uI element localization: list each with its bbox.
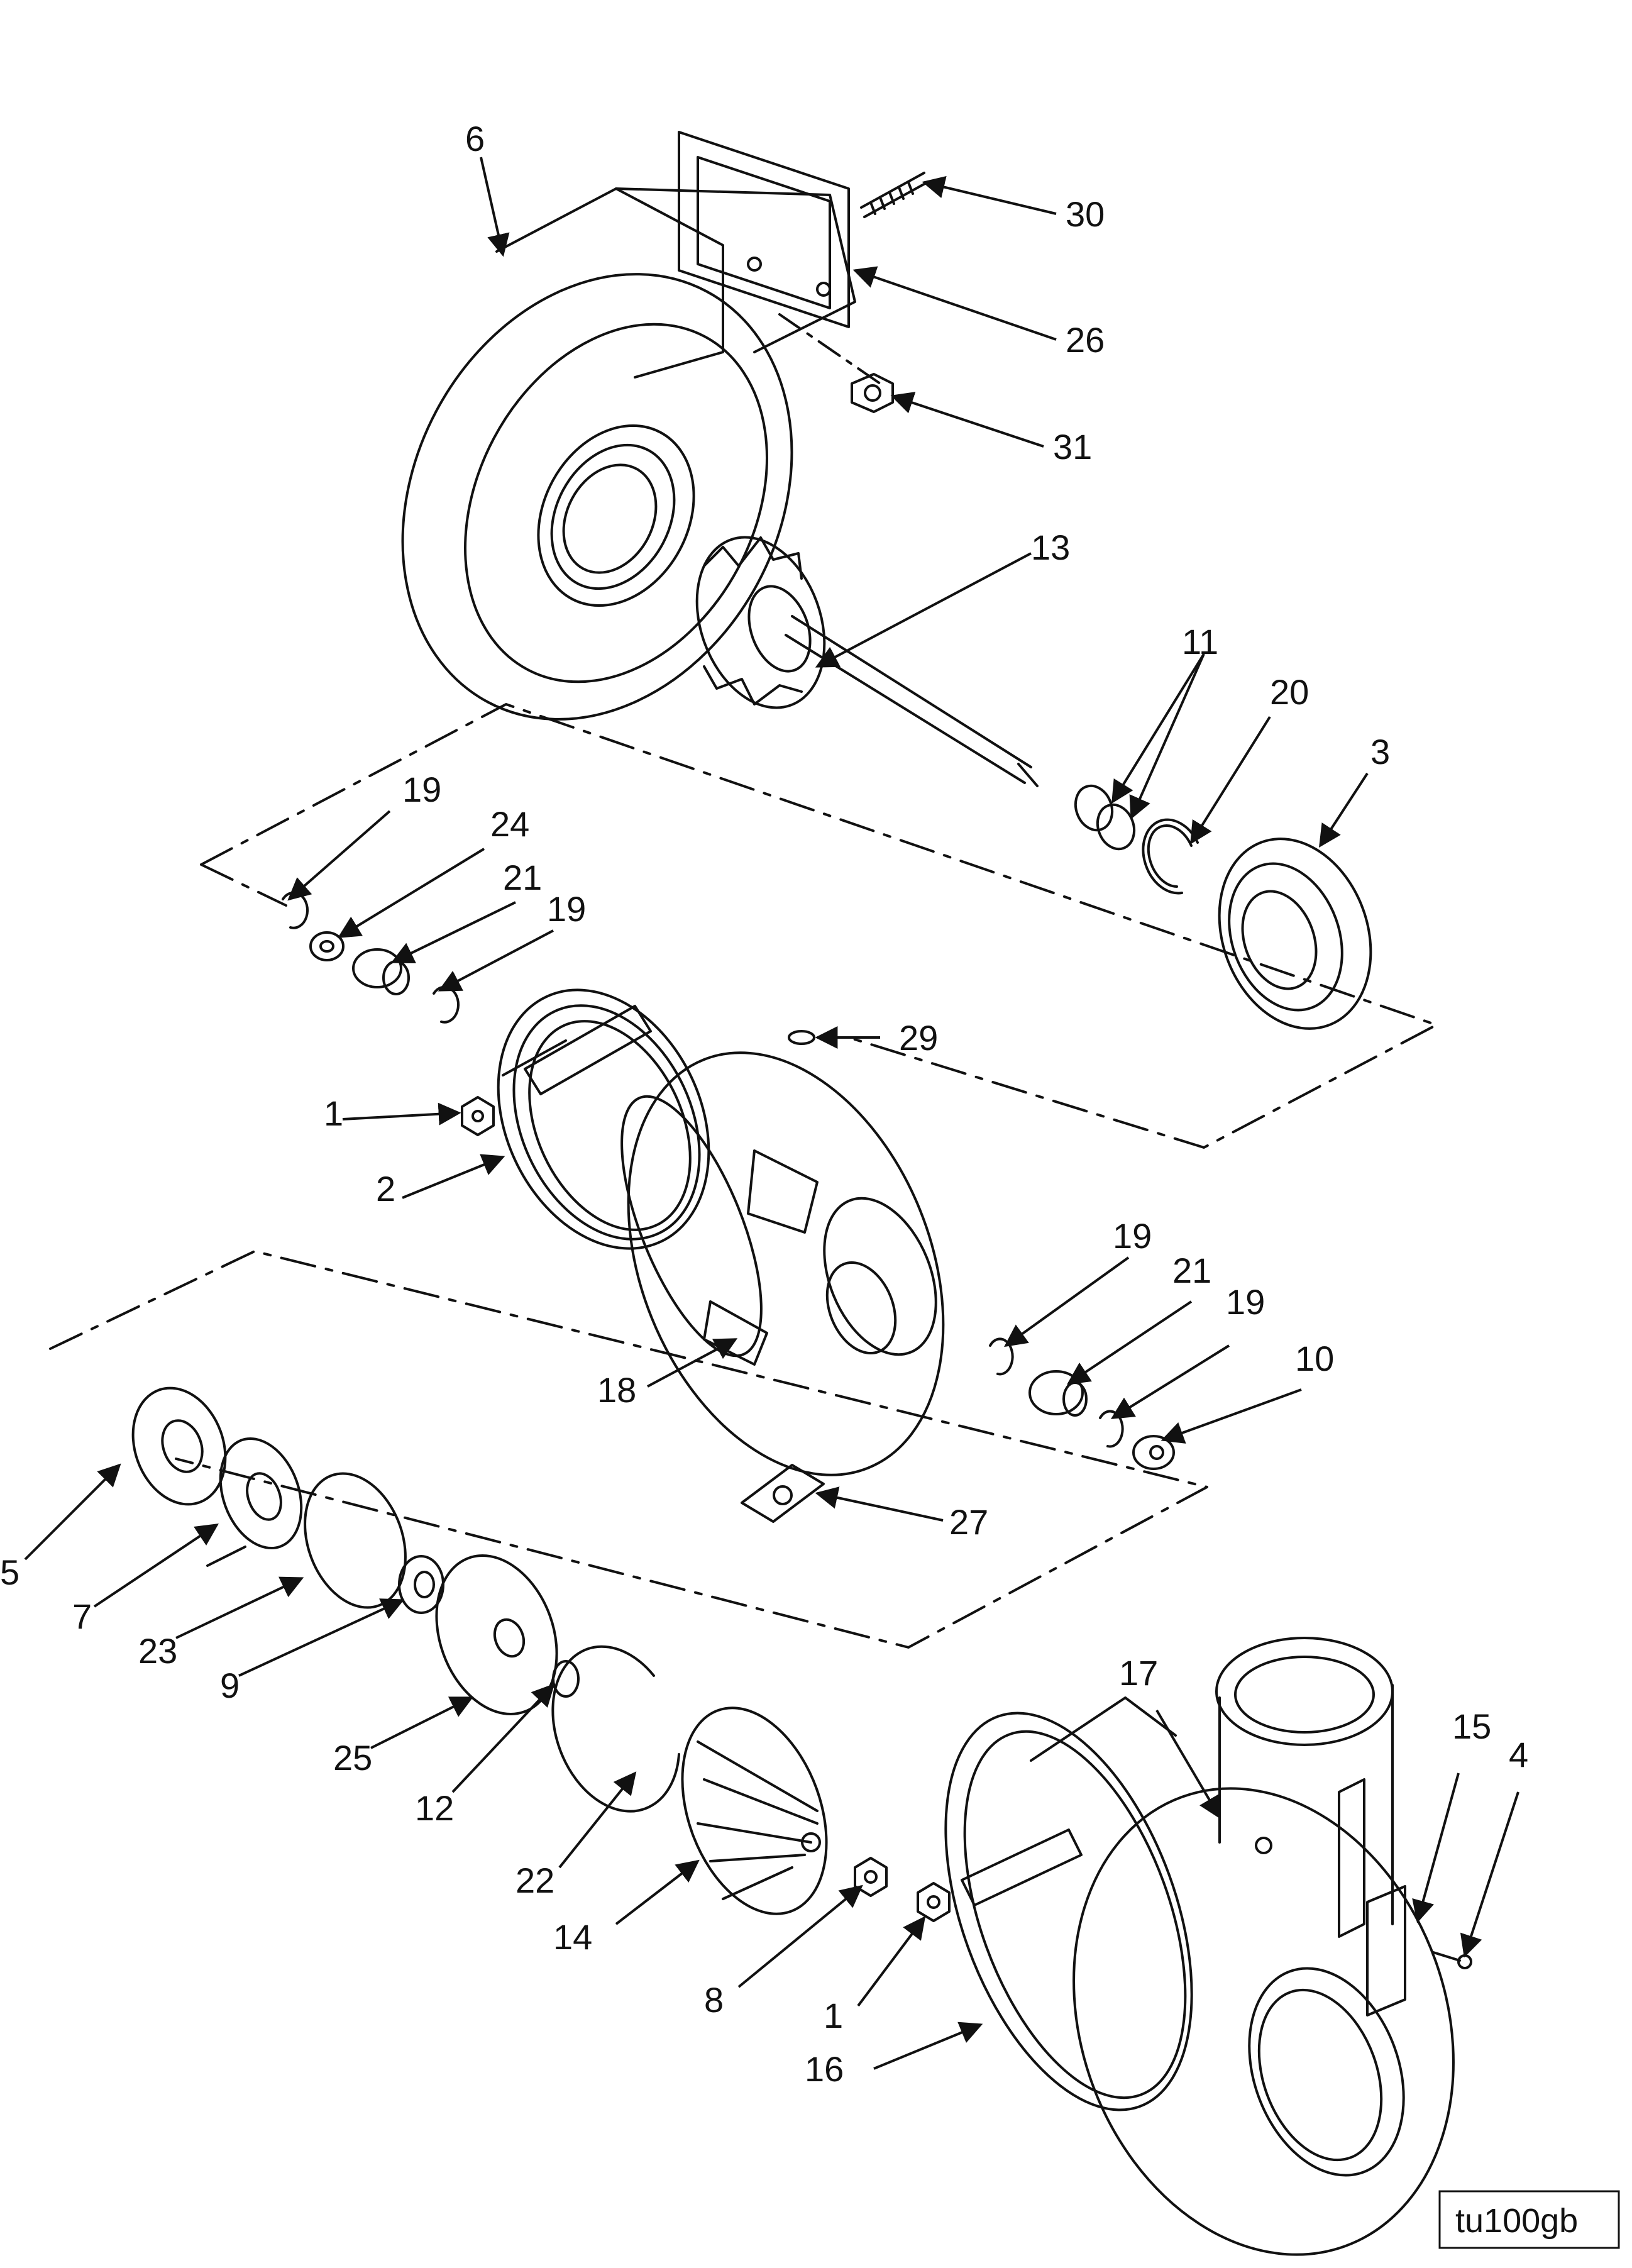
callout-6: 6 (465, 119, 485, 158)
callout-19-a: 19 (402, 770, 441, 809)
center-section-boundary (200, 703, 1438, 1149)
backplate-25 (435, 1554, 558, 1715)
callout-30: 30 (1066, 194, 1105, 234)
thrust-bearing-5 (131, 1386, 227, 1506)
nut-1-upper (461, 1096, 495, 1136)
leader-lines (24, 157, 1519, 2070)
seal-29 (788, 1030, 815, 1045)
callout-20: 20 (1270, 672, 1309, 712)
callout-21-a: 21 (503, 858, 542, 897)
retaining-ring-20 (1142, 818, 1199, 895)
vband-clamp-2 (497, 988, 710, 1250)
snap-ring-22 (551, 1645, 680, 1813)
callout-labels: 6 30 26 31 13 11 20 3 19 24 21 19 29 1 2… (0, 119, 1528, 2089)
compressor-wheel-14 (681, 1707, 828, 1915)
callout-1-b: 1 (824, 1996, 843, 2035)
bearing-parts-right (989, 1337, 1175, 1470)
callout-27: 27 (949, 1502, 988, 1542)
figure-id-tag: tu100gb (1438, 2190, 1620, 2249)
nut-31 (851, 373, 894, 413)
gasket-27 (741, 1464, 825, 1523)
callout-26: 26 (1066, 320, 1105, 360)
callout-19-b: 19 (547, 889, 586, 929)
thrust-collar-7 (206, 1437, 303, 1567)
callout-19-d: 19 (1226, 1282, 1265, 1322)
bearing-parts-upper (282, 891, 460, 1024)
callout-4: 4 (1509, 1735, 1528, 1774)
callout-25: 25 (333, 1738, 372, 1778)
callout-22: 22 (516, 1861, 554, 1900)
callout-16: 16 (805, 2049, 844, 2089)
piston-rings-11 (1074, 784, 1136, 851)
callout-17: 17 (1119, 1653, 1158, 1693)
callout-29: 29 (899, 1018, 938, 1058)
figure-id-text: tu100gb (1455, 2202, 1578, 2240)
callout-14: 14 (553, 1917, 592, 1957)
nut-1-lower (917, 1882, 951, 1922)
callout-5: 5 (0, 1552, 19, 1592)
compressor-housing-17 (1072, 1637, 1455, 2256)
callout-1-a: 1 (324, 1093, 343, 1133)
insert-3 (1218, 838, 1372, 1030)
center-housing-18 (620, 1051, 945, 1476)
ring-12 (552, 1660, 580, 1698)
callout-7: 7 (72, 1596, 92, 1636)
callout-19-c: 19 (1113, 1216, 1152, 1256)
callout-11: 11 (1182, 622, 1218, 661)
turbine-housing (401, 131, 881, 721)
vband-clamp-16 (944, 1696, 1193, 2111)
turbine-wheel-shaft (695, 536, 1039, 787)
seal-ring-23 (304, 1472, 407, 1609)
callout-23: 23 (138, 1631, 177, 1671)
stud-30 (860, 172, 929, 218)
nameplate-15 (1366, 1885, 1406, 2016)
callout-18: 18 (597, 1370, 636, 1410)
compressor-section-boundary (49, 1250, 1208, 1649)
nut-8 (854, 1857, 888, 1897)
callout-24: 24 (490, 804, 529, 844)
callout-9: 9 (220, 1666, 240, 1705)
callout-21-b: 21 (1172, 1251, 1211, 1290)
callout-15: 15 (1452, 1707, 1491, 1746)
callout-12: 12 (415, 1788, 454, 1828)
callout-31: 31 (1053, 427, 1092, 467)
callout-10: 10 (1295, 1339, 1334, 1378)
callout-8: 8 (704, 1980, 724, 2020)
callout-3: 3 (1370, 732, 1390, 772)
callout-2: 2 (376, 1169, 395, 1209)
callout-13: 13 (1031, 528, 1070, 567)
